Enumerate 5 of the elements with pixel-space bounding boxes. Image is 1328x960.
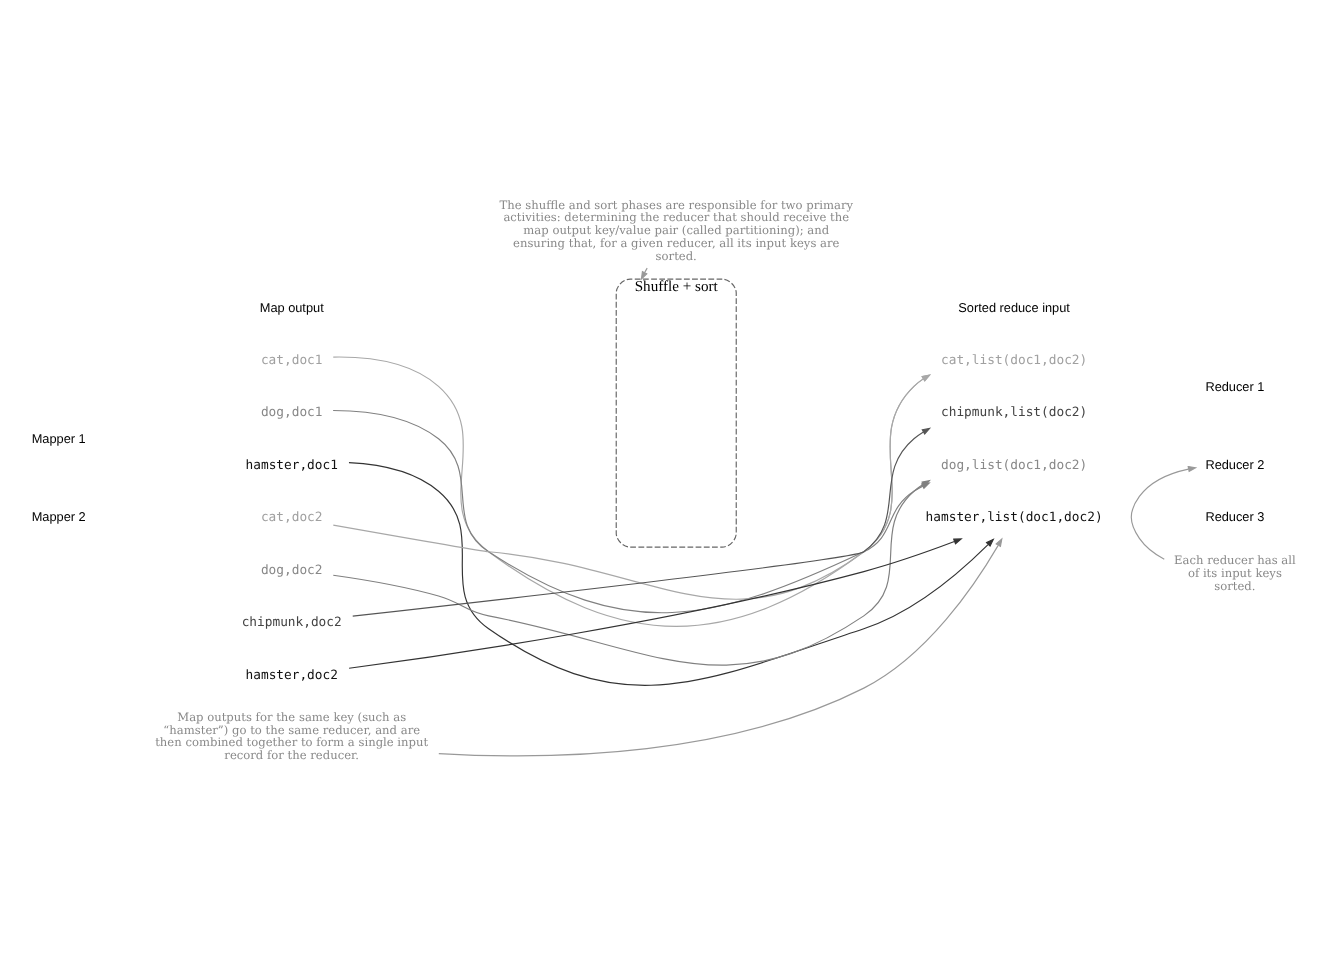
arrow — [640, 266, 648, 280]
arrow — [348, 461, 995, 685]
arrow — [438, 536, 1003, 756]
arrow — [1130, 464, 1198, 559]
arrow — [348, 537, 963, 668]
